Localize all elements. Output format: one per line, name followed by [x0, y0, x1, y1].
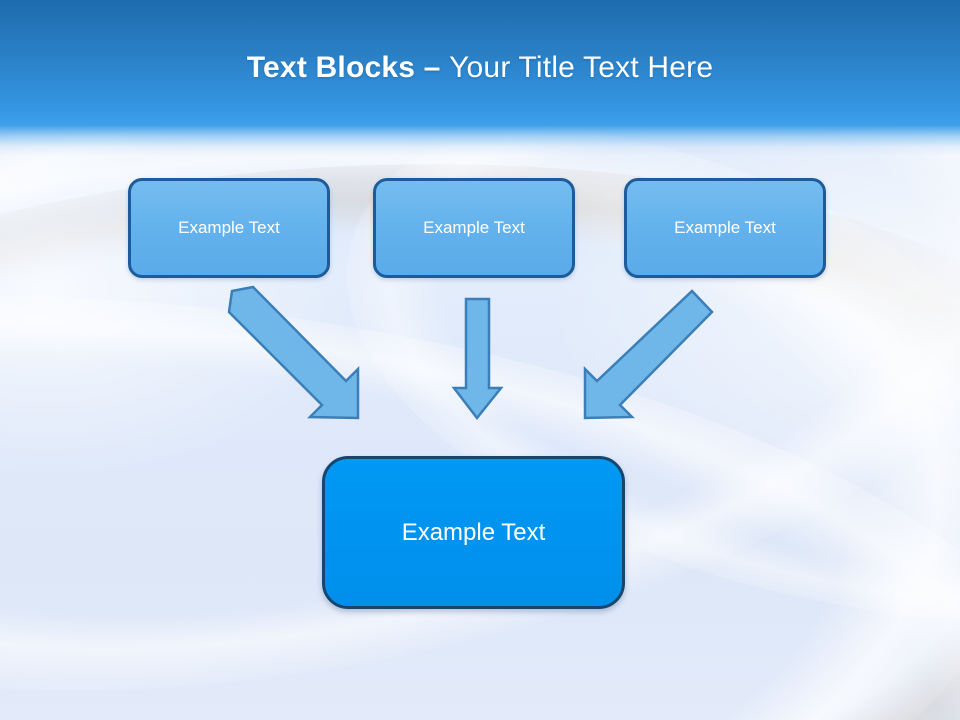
page-title-separator: –: [423, 51, 450, 84]
diagram-node-result-label: Example Text: [401, 518, 546, 546]
diagram-node-3-label: Example Text: [674, 218, 776, 237]
page-title: Text Blocks – Your Title Text Here: [0, 49, 960, 87]
background-glow-left: [0, 100, 360, 480]
diagram-node-2[interactable]: Example Text: [373, 178, 575, 278]
title-banner: [0, 0, 960, 126]
diagram-node-1-label: Example Text: [178, 218, 280, 237]
diagram-node-result[interactable]: Example Text: [322, 456, 625, 609]
title-banner-fade: [0, 126, 960, 156]
diagram-node-1[interactable]: Example Text: [128, 178, 330, 278]
diagram-node-2-label: Example Text: [423, 218, 525, 237]
diagram-node-3[interactable]: Example Text: [624, 178, 826, 278]
page-title-bold: Text Blocks: [246, 51, 424, 84]
page-title-light: Your Title Text Here: [449, 51, 714, 84]
